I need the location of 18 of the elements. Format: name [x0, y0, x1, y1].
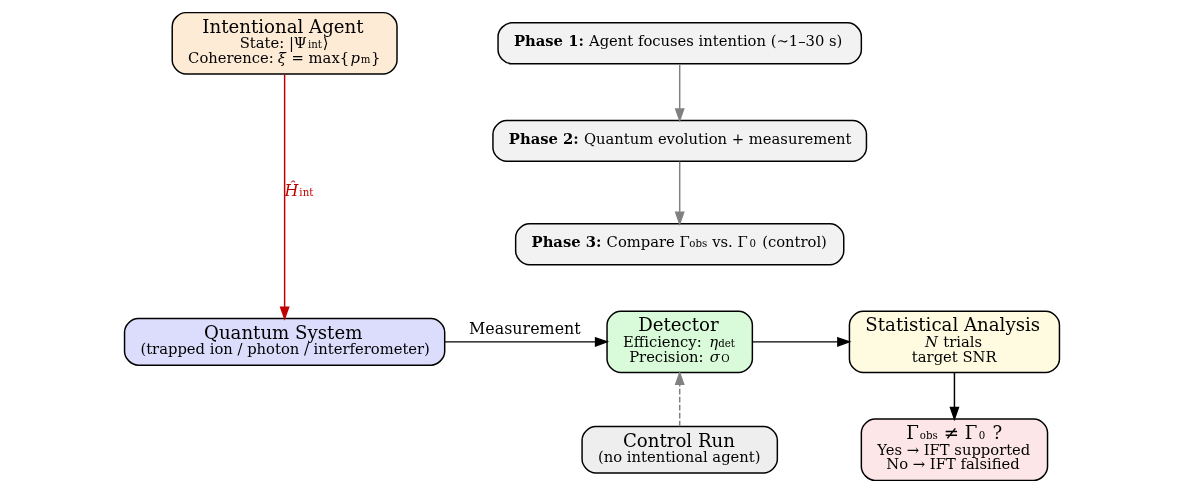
edge-label: Measurement [469, 319, 581, 339]
node-box: Phase 3: Compare Γobs vs. Γ0 (control) [514, 223, 845, 266]
arrow [444, 336, 610, 347]
node-box: Phase 1: Agent focuses intention (∼1–30 s) [497, 22, 863, 65]
edge-label: Ĥint [284, 180, 314, 200]
arrow [674, 370, 685, 427]
node-box: Statistical Analysis N trials target SNR [848, 310, 1061, 374]
node-box: Quantum System (trapped ion / photon / interferometer) [123, 317, 446, 366]
arrow [949, 372, 960, 422]
arrow [751, 336, 852, 347]
node-box: Detector Efficiency: ηdet Precision: σO [606, 310, 754, 374]
arrow [674, 63, 685, 123]
arrow [279, 73, 290, 321]
node-box: Control Run (no intentional agent) [581, 425, 779, 474]
node-box: Phase 2: Quantum evolution + measurement [492, 119, 868, 163]
node-box: Intentional Agent State: |Ψint⟩ Coherence: ξ = max{pm} [171, 11, 398, 75]
node-box: Γobs ≠ Γ0 ? Yes → IFT supported No → IFT falsified [860, 418, 1049, 482]
arrow [674, 160, 685, 226]
